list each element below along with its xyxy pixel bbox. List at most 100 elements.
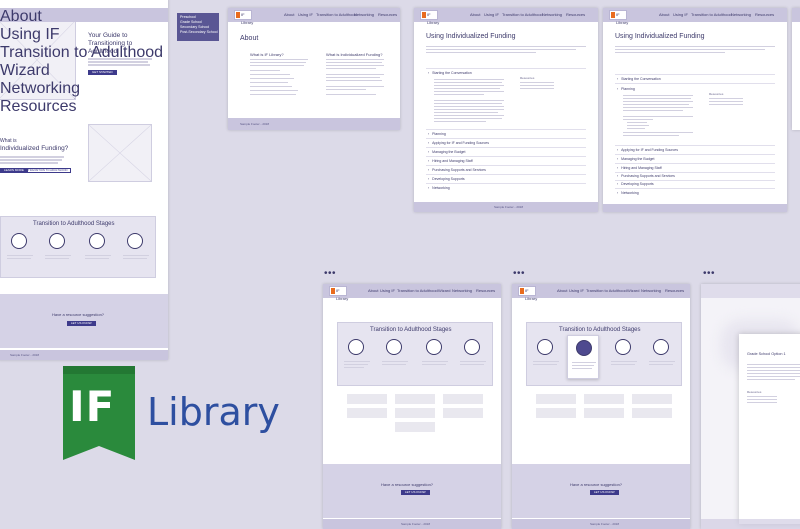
resource-link[interactable]	[709, 101, 743, 102]
accordion-developing[interactable]: Developing Supports	[617, 182, 654, 186]
nav-item-transition[interactable]: Transition to Adulthood	[502, 12, 543, 17]
site-logo[interactable]: IF Library	[420, 10, 439, 25]
stage-circle-secondary[interactable]	[426, 339, 442, 355]
stage-circle-grade-school[interactable]	[386, 339, 402, 355]
nav-item-wizard[interactable]: Wizard	[627, 288, 640, 293]
text-line	[747, 379, 795, 380]
stage-circle-preschool[interactable]	[348, 339, 364, 355]
resource-link[interactable]	[747, 399, 777, 400]
accordion-planning[interactable]: Planning	[428, 132, 446, 136]
nav-item-networking[interactable]: Networking	[641, 288, 662, 293]
dropdown-item-preschool[interactable]: Preschool	[180, 15, 196, 19]
accordion-starting-conversation[interactable]: Starting the Conversation	[428, 71, 472, 75]
stage-circle-secondary[interactable]	[615, 339, 631, 355]
get-started-button[interactable]: GET STARTED	[88, 70, 117, 75]
nav-item-networking[interactable]: Networking	[0, 80, 81, 97]
accordion-budget[interactable]: Managing the Budget	[617, 157, 654, 161]
nav-item-resources[interactable]: Resources	[566, 12, 586, 17]
library-wordmark: Library	[147, 390, 280, 434]
resource-link[interactable]	[520, 85, 554, 86]
accordion-purchasing[interactable]: Purchasing Supports and Services	[428, 168, 486, 172]
more-options-icon[interactable]: •••	[513, 268, 526, 279]
accordion-networking[interactable]: Networking	[428, 186, 450, 190]
nav-item-wizard[interactable]: Wizard	[438, 288, 451, 293]
nav-item-resources[interactable]: Resources	[378, 12, 398, 17]
dropdown-item-grade-school[interactable]: Grade School	[180, 20, 202, 24]
nav-item-networking[interactable]: Networking	[542, 12, 563, 17]
nav-item-resources[interactable]: Resources	[476, 288, 496, 293]
nav-item-resources[interactable]: Resources	[665, 288, 685, 293]
resource-link[interactable]	[747, 396, 777, 397]
nav-item-using-if[interactable]: Using IF	[569, 288, 584, 293]
accordion-applying[interactable]: Applying for IF and Funding Sources	[428, 141, 489, 145]
site-logo[interactable]: IF Library	[329, 286, 348, 301]
nav-item-about[interactable]: About	[557, 288, 568, 293]
accordion-staff[interactable]: Hiring and Managing Staff	[428, 159, 472, 163]
nav-item-about[interactable]: About	[0, 8, 42, 25]
nav-item-using-if[interactable]: Using IF	[380, 288, 395, 293]
accordion-purchasing[interactable]: Purchasing Supports and Services	[617, 174, 675, 178]
stages-panel: Transition to Adulthood Stages	[337, 322, 493, 386]
nav-item-transition[interactable]: Transition to Adulthood	[586, 288, 627, 293]
nav-item-using-if[interactable]: Using IF	[484, 12, 499, 17]
nav-item-resources[interactable]: Resources	[755, 12, 775, 17]
nav-item-transition[interactable]: Transition to Adulthood	[0, 44, 164, 61]
transition-to-adulthood-button[interactable]: TRANSITION TO ADULTHOOD	[24, 168, 72, 173]
nav-item-networking[interactable]: Networking	[452, 288, 473, 293]
more-options-icon[interactable]: •••	[703, 268, 716, 279]
nav-item-using-if[interactable]: Using IF	[673, 12, 688, 17]
carousel-arrow[interactable]: ›	[74, 96, 75, 100]
nav-item-about[interactable]: About	[470, 12, 481, 17]
stage-circle-preschool[interactable]	[11, 233, 27, 249]
nav-item-transition[interactable]: Transition to Adulthood	[691, 12, 732, 17]
site-logo[interactable]: IF Library	[518, 286, 537, 301]
resource-link[interactable]	[747, 402, 777, 403]
site-logo[interactable]: IF Library	[234, 10, 253, 25]
nav-item-networking[interactable]: Networking	[731, 12, 752, 17]
stage-circle-post-secondary[interactable]	[464, 339, 480, 355]
section-title: Individualized Funding?	[0, 145, 69, 152]
accordion-applying[interactable]: Applying for IF and Funding Sources	[617, 148, 678, 152]
using-if-dropdown[interactable]: Preschool Grade School Secondary School …	[177, 13, 219, 41]
stage-circle-secondary[interactable]	[89, 233, 105, 249]
nav-item-resources[interactable]: Resources	[0, 98, 77, 115]
stage-circle-post-secondary[interactable]	[127, 233, 143, 249]
stage-circle-grade-school[interactable]	[576, 340, 592, 356]
nav-item-about[interactable]: About	[284, 12, 295, 17]
learn-more-button[interactable]: LEARN MORE	[0, 168, 28, 173]
nav-item-transition[interactable]: Transition to Adulthood	[316, 12, 357, 17]
stage-card-grade-school-hover[interactable]	[567, 335, 599, 379]
accordion-planning-open[interactable]: Planning	[617, 87, 635, 91]
nav-item-using-if[interactable]: Using IF	[0, 26, 60, 43]
dropdown-item-post-secondary[interactable]: Post-Secondary School	[180, 30, 218, 34]
nav-item-transition[interactable]: Transition to Adulthood	[397, 288, 438, 293]
stage-circle-grade-school[interactable]	[49, 233, 65, 249]
stage-text-line	[344, 361, 370, 362]
resource-link[interactable]	[520, 82, 554, 83]
let-us-know-button[interactable]: LET US KNOW	[590, 490, 619, 495]
stage-circle-preschool[interactable]	[537, 339, 553, 355]
nav-item-wizard[interactable]: Wizard	[0, 62, 50, 79]
stage-circle-post-secondary[interactable]	[653, 339, 669, 355]
accordion-starting-conversation[interactable]: Starting the Conversation	[617, 77, 661, 81]
text-line	[326, 59, 384, 60]
nav-item-about[interactable]: About	[368, 288, 379, 293]
let-us-know-button[interactable]: LET US KNOW	[401, 490, 430, 495]
dropdown-item-secondary-school[interactable]: Secondary School	[180, 25, 210, 29]
stages-title: Transition to Adulthood Stages	[370, 327, 452, 333]
site-logo[interactable]: IF Library	[609, 10, 628, 25]
resource-link[interactable]	[709, 104, 743, 105]
nav-item-using-if[interactable]: Using IF	[298, 12, 313, 17]
accordion-budget[interactable]: Managing the Budget	[428, 150, 465, 154]
more-options-icon[interactable]: •••	[324, 268, 337, 279]
nav-item-about[interactable]: About	[659, 12, 670, 17]
footer-text: Sample Footer - 2018	[401, 522, 431, 526]
resource-link[interactable]	[709, 98, 743, 99]
accordion-networking[interactable]: Networking	[617, 191, 639, 195]
accordion-staff[interactable]: Hiring and Managing Staff	[617, 166, 661, 170]
text-line	[615, 46, 775, 47]
nav-item-networking[interactable]: Networking	[354, 12, 375, 17]
let-us-know-button[interactable]: LET US KNOW	[67, 321, 96, 326]
resource-link[interactable]	[520, 88, 554, 89]
accordion-developing[interactable]: Developing Supports	[428, 177, 465, 181]
